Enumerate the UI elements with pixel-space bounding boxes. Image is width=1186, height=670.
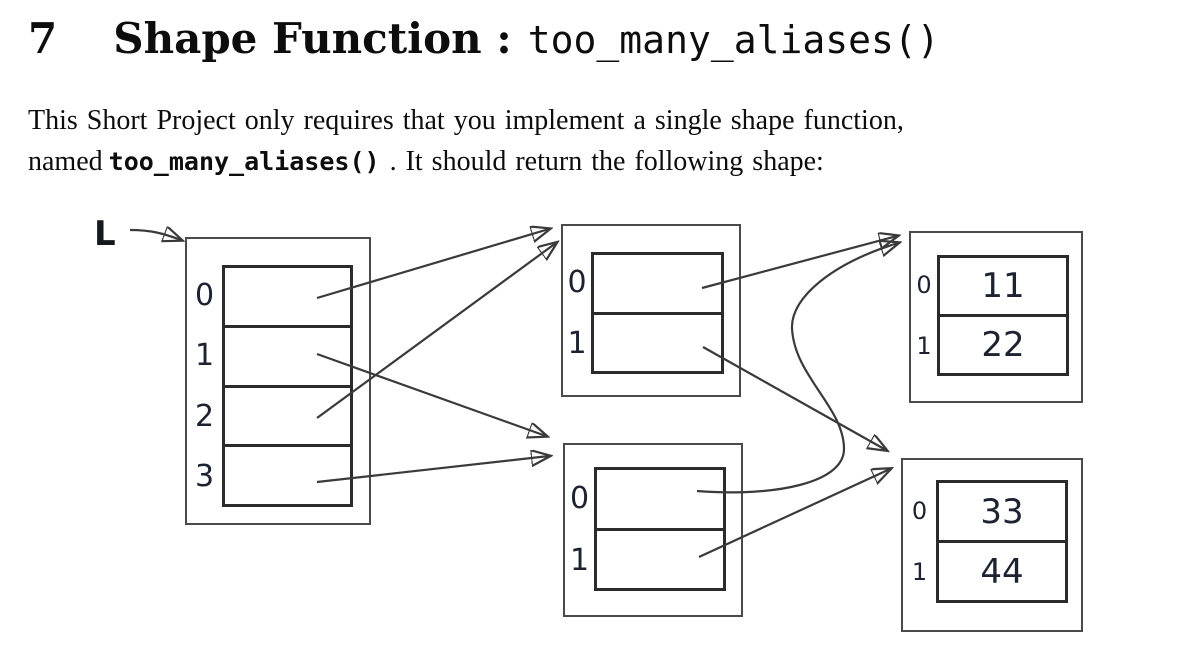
cell-column <box>594 467 726 591</box>
pointer-label-L: L <box>94 214 116 254</box>
list-cell <box>594 255 721 312</box>
list-cell <box>225 444 350 504</box>
list-box-right-top: 0 1 11 22 <box>909 231 1083 403</box>
section-number: 7 <box>28 14 58 63</box>
list-box-right-bottom: 0 1 33 44 <box>901 458 1083 632</box>
index-label: 0 <box>916 271 932 300</box>
index-labels: 0 1 <box>911 255 937 376</box>
list-box-mid-bottom: 0 1 <box>563 443 743 617</box>
cell-column <box>591 252 724 374</box>
index-labels: 0 1 <box>565 467 594 591</box>
list-cell <box>225 384 350 445</box>
list-box-mid-top: 0 1 <box>561 224 741 397</box>
arrow-L-to-main <box>129 230 181 240</box>
index-labels: 0 1 <box>563 252 591 374</box>
index-label: 0 <box>567 265 587 300</box>
paragraph-line1: This Short Project only requires that yo… <box>28 105 904 136</box>
paragraph-line2-pre: named <box>28 146 103 177</box>
cell-column: 33 44 <box>936 480 1068 603</box>
index-label: 1 <box>569 542 590 578</box>
cell-column: 11 22 <box>937 255 1069 376</box>
index-labels: 0 1 2 3 <box>187 265 222 507</box>
list-cell <box>594 311 721 372</box>
list-cell <box>597 527 723 589</box>
paragraph-line2-post: . It should return the following shape: <box>389 146 824 177</box>
list-cell: 33 <box>980 491 1024 532</box>
index-label: 1 <box>567 326 587 361</box>
index-label: 1 <box>911 558 928 587</box>
index-label: 1 <box>916 331 932 360</box>
list-cell <box>225 268 350 325</box>
section-heading: 7 Shape Function : too_many_aliases() <box>28 14 940 63</box>
list-cell: 44 <box>939 540 1065 600</box>
section-title: Shape Function : <box>113 14 512 63</box>
index-label: 2 <box>194 398 215 434</box>
list-cell: 11 <box>981 266 1025 306</box>
index-label: 3 <box>194 459 215 495</box>
list-cell <box>597 470 723 528</box>
section-title-code: too_many_aliases() <box>527 18 940 62</box>
index-label: 0 <box>911 496 928 525</box>
list-cell <box>225 324 350 385</box>
index-label: 1 <box>194 338 215 374</box>
index-label: 0 <box>569 480 590 516</box>
list-box-main: 0 1 2 3 <box>185 237 371 525</box>
list-cell: 22 <box>940 314 1066 373</box>
index-label: 0 <box>194 277 215 313</box>
index-labels: 0 1 <box>903 480 936 603</box>
inline-code: too_many_aliases() <box>108 147 380 176</box>
intro-paragraph: This Short Project only requires that yo… <box>28 100 1168 182</box>
cell-column <box>222 265 353 507</box>
